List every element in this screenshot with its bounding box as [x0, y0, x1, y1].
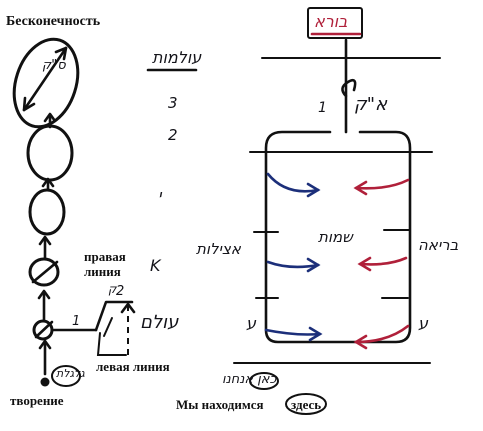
circle-4 — [28, 257, 60, 287]
label-left-line: левая линия — [96, 359, 170, 374]
arrowhead-up-4 — [37, 289, 51, 300]
blue-head-1 — [306, 182, 321, 198]
arrowhead-up-3 — [38, 235, 52, 246]
here-oval-russian — [285, 393, 327, 415]
kuf-small: ק — [108, 282, 117, 296]
top-box-text: בורא — [314, 12, 348, 31]
num-2: 2 — [168, 126, 178, 144]
top-box — [307, 7, 363, 39]
left-line-bracket — [96, 332, 127, 356]
circle-5 — [32, 319, 54, 341]
red-arrow-1 — [354, 178, 410, 190]
blue-arrow-3 — [264, 328, 322, 336]
diameter-arrow-bottom — [22, 96, 36, 112]
creation-dot — [40, 377, 50, 387]
label-right-line: правая линия — [84, 249, 126, 279]
circle-5-stroke — [34, 320, 54, 339]
red-arrow-3 — [354, 324, 410, 344]
step-line-rise — [94, 300, 134, 332]
num-3: 3 — [168, 94, 178, 112]
blue-arrow-2 — [266, 260, 320, 269]
mid-center: שמות — [318, 228, 353, 246]
circle-infinity — [12, 37, 80, 129]
yud-mark: י — [158, 186, 162, 205]
diameter-arrow-top — [54, 46, 68, 61]
red-head-3 — [353, 334, 368, 350]
num-1-top: 1 — [318, 100, 327, 116]
bottom-left-letter: ע — [246, 314, 257, 333]
red-head-2 — [357, 256, 372, 272]
step-label-2: 2 — [116, 284, 125, 299]
circle-3 — [28, 188, 66, 236]
step-label-1: 1 — [72, 314, 81, 329]
diameter-label: ס"ק — [42, 58, 66, 73]
circle-2 — [26, 124, 74, 182]
here-oval-hebrew — [249, 372, 279, 390]
mid-right: בריאה — [418, 236, 459, 254]
circle-4-stroke — [31, 260, 59, 284]
big-frame — [264, 130, 412, 344]
arrowhead-up-2 — [41, 177, 55, 188]
red-head-1 — [353, 180, 368, 196]
blue-arrow-1 — [266, 172, 320, 193]
bottom-right-letter: ע — [418, 314, 429, 333]
lower-word: עולם — [140, 312, 179, 333]
spiral-mark — [341, 78, 357, 98]
diameter-line — [22, 46, 68, 112]
blue-head-3 — [308, 326, 323, 342]
galgalta-oval — [51, 365, 81, 387]
atzilut-note: א"ק — [354, 94, 388, 115]
dashed-arrowhead — [120, 302, 136, 314]
left-line-arrow — [103, 317, 113, 337]
label-creation: творение — [10, 393, 64, 408]
kuf-letter: K — [150, 256, 161, 275]
mid-left: אצילות — [196, 240, 241, 258]
label-infinity: Бесконечность — [6, 14, 101, 29]
blue-head-2 — [306, 257, 321, 273]
label-we-are-here: Мы находимся — [176, 397, 264, 412]
label-here: здесь — [291, 397, 322, 412]
arrowhead-up-1 — [43, 112, 57, 123]
red-arrow-2 — [358, 256, 408, 266]
list-header: עולמות — [152, 48, 202, 67]
bottom-here-text: כאן אנחנו — [222, 372, 277, 387]
arrowhead-up-5 — [38, 339, 52, 350]
galgalta-note: גלגלת — [56, 367, 85, 380]
